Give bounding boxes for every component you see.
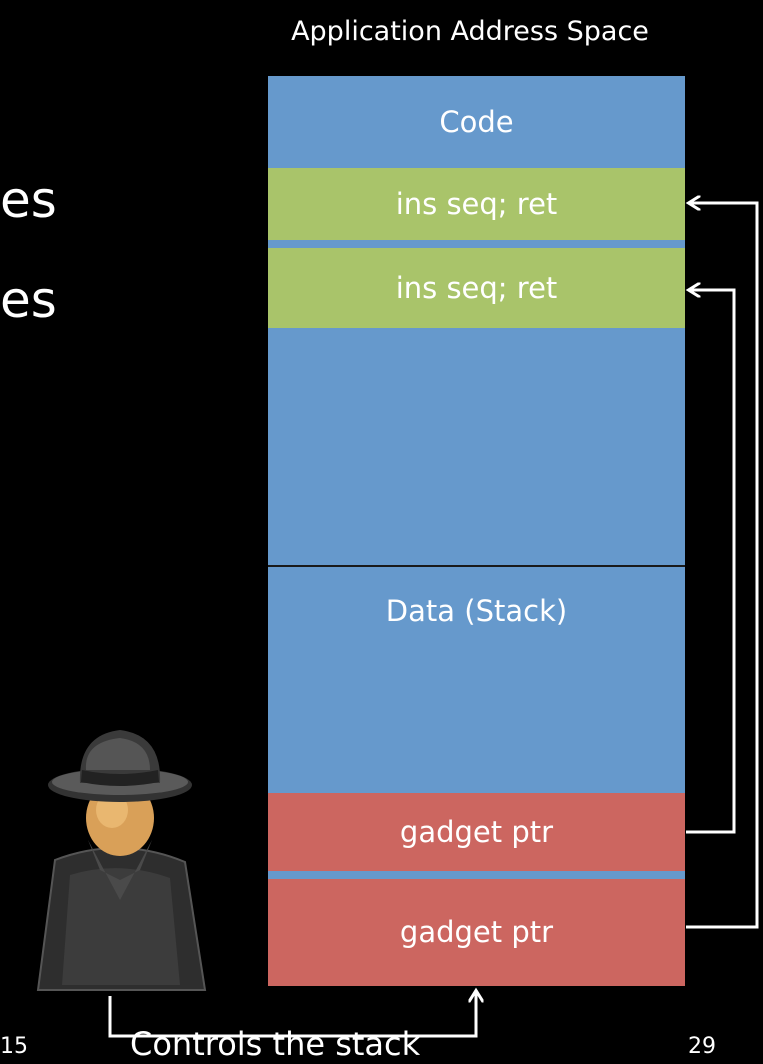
code-region-label: Code — [439, 105, 514, 139]
arrow-ptr2-to-gadget1 — [686, 203, 759, 929]
code-data-divider — [268, 565, 685, 567]
left-footer-fragment: 15 — [0, 1034, 28, 1059]
gadget-block-1: ins seq; ret — [268, 168, 685, 240]
diagram-title: Application Address Space — [291, 16, 649, 47]
data-region-label: Data (Stack) — [385, 594, 568, 628]
page-number: 29 — [688, 1034, 716, 1059]
controls-stack-caption: Controls the stack — [130, 1025, 421, 1063]
address-space-column: Code ins seq; ret ins seq; ret Data (Sta… — [268, 76, 685, 986]
bullet-text-fragment-2: es — [0, 271, 57, 329]
bullet-text-fragment-1: es — [0, 171, 57, 229]
arrow-attacker-to-stack — [108, 992, 476, 1038]
gadget-ptr-block-1: gadget ptr — [268, 793, 685, 871]
gadget-ptr-block-2: gadget ptr — [268, 879, 685, 986]
attacker-icon — [36, 730, 207, 991]
gadget-block-2: ins seq; ret — [268, 248, 685, 328]
arrow-ptr1-to-gadget2 — [686, 290, 736, 834]
